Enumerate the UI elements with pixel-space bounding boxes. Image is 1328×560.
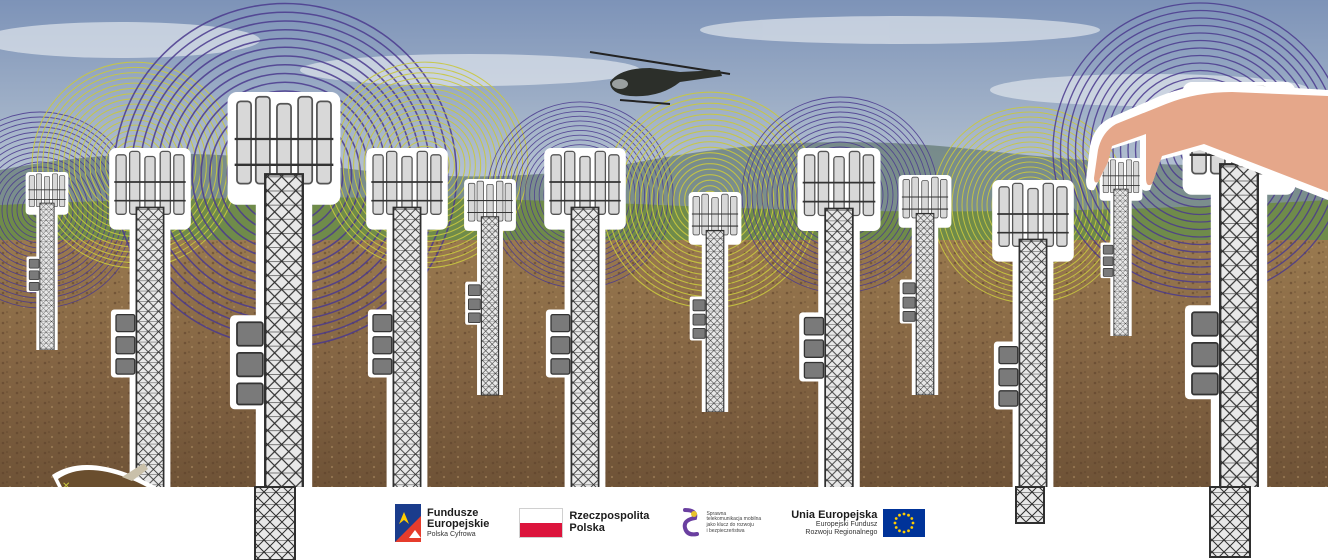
fundusze-line3: Polska Cyfrowa [427,530,476,538]
rzeczpospolita-line1: Rzeczpospolita [569,510,650,523]
telecom-logo-icon [683,508,700,537]
eu-flag-icon [883,509,926,537]
unia-line1: Unia Europejska [791,508,878,521]
svg-text:✕: ✕ [62,481,70,492]
telecom-line3: jako klucz do rozwoju [706,522,754,528]
unia-line2: Europejski Fundusz [815,521,878,529]
unia-europejska-logo: Unia Europejska Europejski Fundusz Rozwo… [791,508,926,537]
rzeczpospolita-line2: Polska [569,522,605,534]
fundusze-europejskie-logo: Fundusze Europejskie Polska Cyfrowa [395,504,489,542]
fundusze-line1: Fundusze [427,506,479,519]
telecom-program-logo: Sprawna telekomunikacja mobilna jako klu… [679,508,761,538]
rzeczpospolita-logo: Rzeczpospolita Polska [519,508,649,538]
hand-illustration [1086,84,1328,200]
poland-flag-icon [519,508,564,538]
telecom-line2: telekomunikacja mobilna [706,516,762,523]
funding-logos: Fundusze Europejskie Polska Cyfrowa Rzec… [395,503,955,543]
helicopter-illustration [589,51,731,105]
telecom-line1: Sprawna [706,510,727,517]
fundusze-logo-icon [395,504,421,542]
fundusze-line2: Europejskie [427,518,490,531]
telecom-line4: i bezpieczeństwa [706,527,745,534]
unia-line3: Rozwoju Regionalnego [805,528,878,536]
